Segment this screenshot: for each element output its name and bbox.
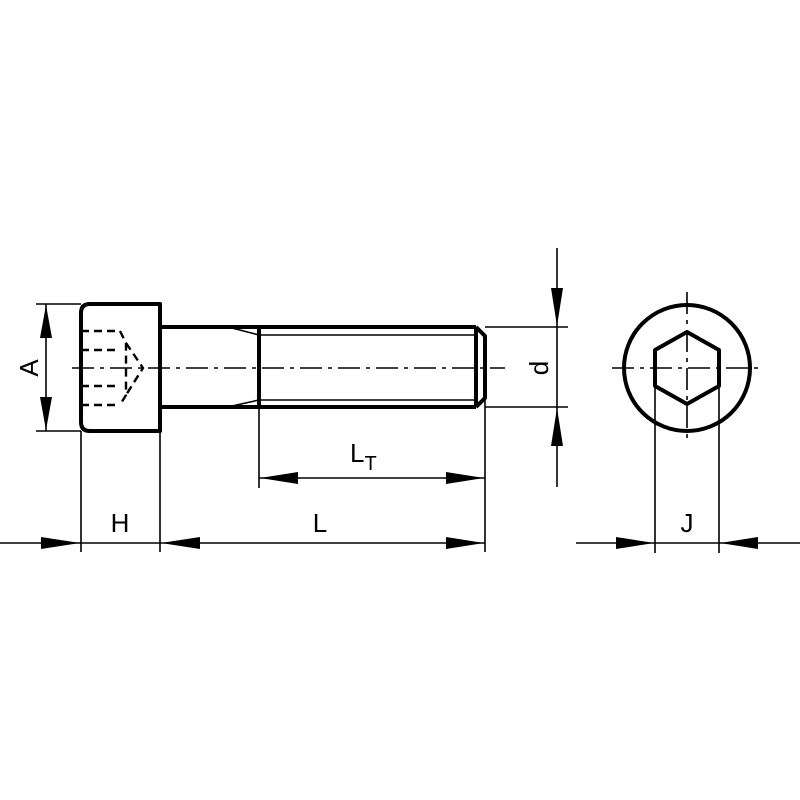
arrowhead <box>616 537 654 549</box>
dimension-H: H <box>0 508 200 549</box>
arrowhead <box>551 288 563 326</box>
dimension-LT: LT <box>259 438 485 484</box>
arrowhead <box>260 472 298 484</box>
hex-socket-hidden-lines <box>81 329 145 407</box>
chamfered-tip <box>474 325 487 409</box>
screw-head <box>79 302 162 433</box>
label-L: L <box>313 508 327 538</box>
dimension-d: d <box>485 248 568 487</box>
label-LT: LT <box>350 438 377 475</box>
dimension-L: L <box>160 508 485 549</box>
label-J: J <box>681 508 694 538</box>
side-view <box>72 302 505 433</box>
arrowhead <box>446 472 484 484</box>
arrowhead <box>446 537 484 549</box>
arrowhead <box>720 537 758 549</box>
arrowhead <box>40 305 52 338</box>
dimension-A: A <box>14 303 81 432</box>
end-view <box>612 292 763 444</box>
label-A: A <box>14 359 44 377</box>
arrowhead <box>40 397 52 430</box>
label-d: d <box>524 361 554 375</box>
dimension-J: J <box>576 386 800 553</box>
arrowhead <box>41 537 80 549</box>
taper-bottom <box>231 399 260 407</box>
taper-top <box>231 327 260 336</box>
hex-socket <box>653 330 721 406</box>
label-H: H <box>111 508 130 538</box>
arrowhead <box>551 408 563 446</box>
